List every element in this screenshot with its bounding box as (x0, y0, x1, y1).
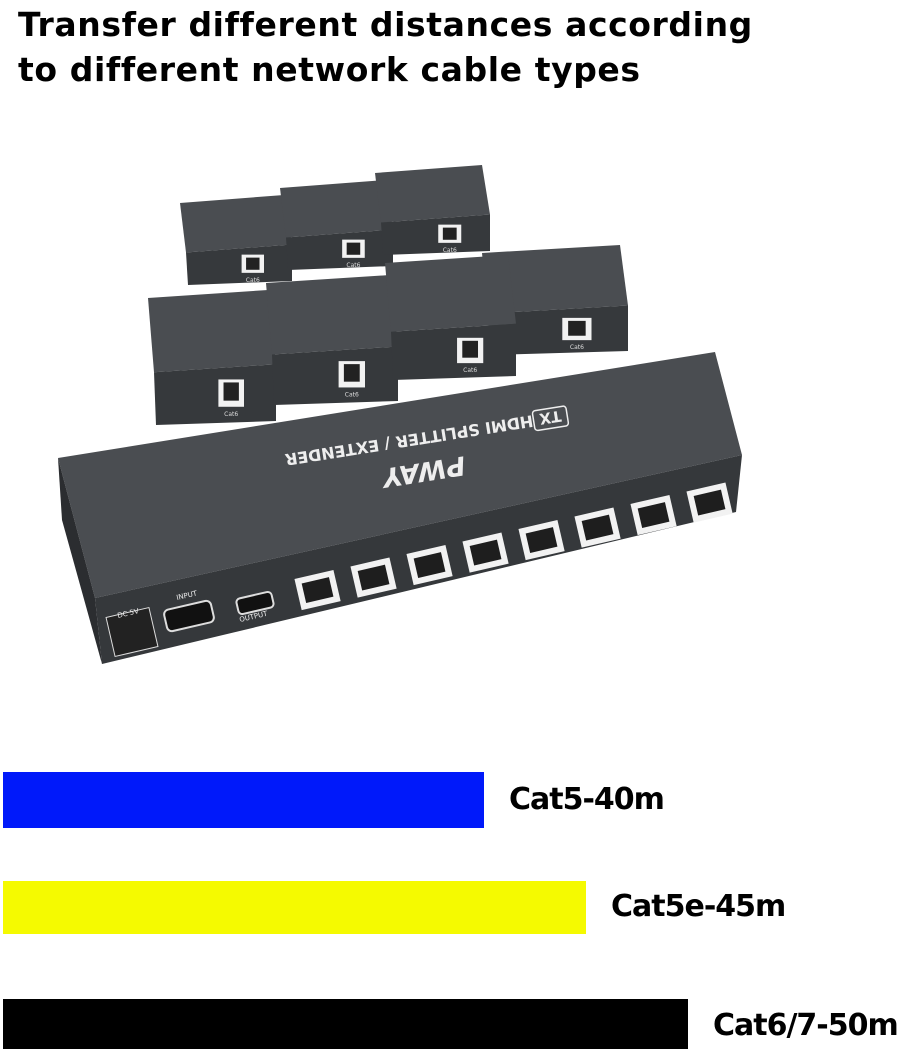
rj45-socket (568, 320, 586, 336)
cat-port-label: Cat6 (570, 344, 584, 351)
receiver-front (286, 229, 393, 270)
tx-rj45-port (686, 482, 733, 523)
distance-label: Cat5e-45m (611, 889, 786, 924)
distance-bar-cat5 (3, 772, 484, 828)
distance-bar-cat6-7 (3, 999, 688, 1049)
cat-port-label: Cat6 (443, 247, 457, 254)
rj45-socket (462, 340, 479, 358)
tx-top-face (58, 352, 742, 598)
receiver-top (280, 180, 393, 238)
receiver-front (154, 364, 276, 425)
tx-rj45-port (406, 544, 453, 586)
cat-port-label: Cat6 (346, 262, 360, 269)
tx-rj45-port (574, 507, 621, 548)
receiver-top (180, 195, 292, 253)
tx-badge-frame (531, 405, 570, 432)
receiver-front (272, 346, 398, 405)
rj45-socket (343, 364, 360, 382)
tx-port-panel: DC 5V INPUT OUTPUT (105, 482, 733, 658)
rj45-socket (346, 242, 361, 255)
receiver-box: Cat6 (385, 255, 516, 380)
rj45-socket (442, 227, 457, 240)
tx-badge: TX (538, 407, 563, 428)
tx-rj45-port (294, 569, 341, 611)
cat-port-label: Cat6 (224, 411, 238, 418)
receiver-top (385, 255, 516, 332)
receiver-front (186, 244, 292, 285)
receiver-front (381, 214, 490, 255)
cat-port-label: Cat6 (246, 277, 260, 284)
tx-rj45-port (462, 532, 509, 573)
receiver-top (266, 275, 398, 355)
receiver-box: Cat6 (148, 290, 276, 425)
headline-line-2: to different network cable types (18, 50, 641, 89)
tx-rj45-port (630, 494, 677, 536)
hdmi-output-port (235, 590, 275, 616)
cat-port-label: Cat6 (463, 367, 477, 374)
dc-jack (105, 606, 159, 658)
receiver-front (391, 323, 516, 380)
receiver-box: Cat6 (375, 165, 490, 255)
receiver-box: Cat6 (280, 180, 393, 270)
receiver-box: Cat6 (180, 195, 292, 285)
rj45-socket (223, 382, 239, 401)
tx-left-face (58, 458, 102, 664)
distance-bar-cat5e (3, 881, 586, 934)
tx-rj45-port (350, 557, 397, 598)
hdmi-input-port (163, 599, 215, 633)
headline: Transfer different distances according t… (18, 2, 753, 92)
receiver-box: Cat6 (266, 275, 398, 405)
receiver-front (488, 305, 628, 355)
rj45-socket (246, 257, 260, 270)
distance-label: Cat6/7-50m (713, 1008, 899, 1043)
receiver-top (375, 165, 490, 223)
tx-rj45-port (518, 519, 565, 561)
receiver-top (482, 245, 628, 314)
tx-splitter-unit: PWAY HDMI SPLITTER / EXTENDER TX DC 5V I… (58, 352, 742, 664)
distance-label: Cat5-40m (509, 782, 665, 817)
receiver-box: Cat6 (482, 245, 628, 355)
cat-port-label: Cat6 (345, 391, 359, 398)
receiver-top (148, 290, 276, 373)
headline-line-1: Transfer different distances according (18, 5, 753, 44)
